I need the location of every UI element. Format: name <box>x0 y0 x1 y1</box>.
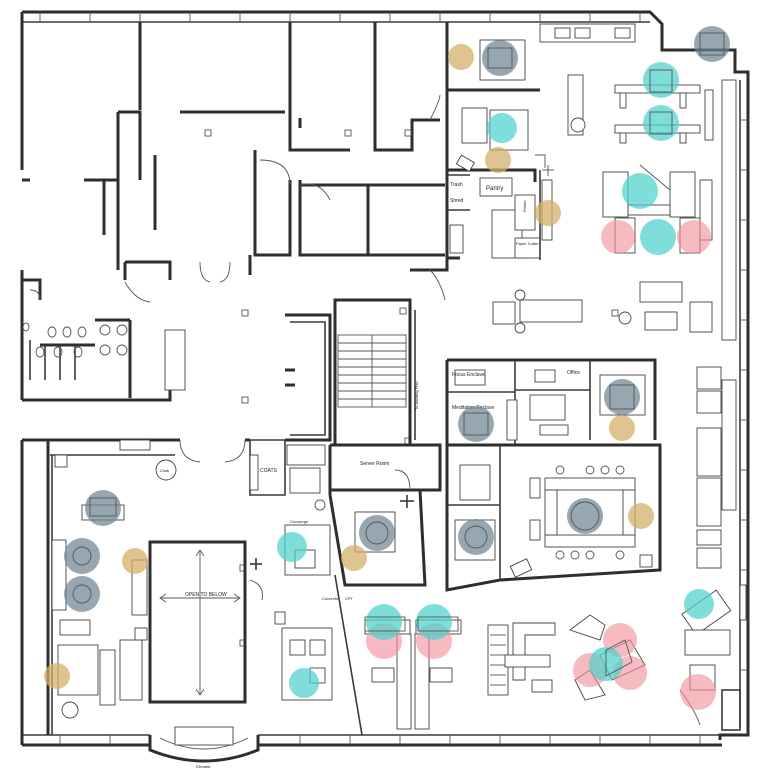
cyan-marker <box>640 219 676 255</box>
cyan-marker <box>366 604 402 640</box>
tan-marker <box>44 663 70 689</box>
gray-marker <box>604 379 640 415</box>
stair-core: To Building Plan <box>285 298 419 447</box>
gray-marker <box>567 498 603 534</box>
tan-marker <box>485 147 511 173</box>
cpt-label: CPT <box>345 596 354 601</box>
tan-marker <box>535 200 561 226</box>
cyan-marker <box>622 173 658 209</box>
pantry-label: Pantry <box>486 186 503 192</box>
trash-label: Trash <box>450 182 463 188</box>
tan-marker <box>448 44 474 70</box>
enclaves-block: Focus Enclave Meditation Enclave Office <box>445 358 662 592</box>
gray-marker <box>64 576 100 612</box>
cyan-marker <box>684 589 714 619</box>
desk-glyphs <box>72 32 725 677</box>
gray-marker <box>482 40 518 76</box>
server-room-label: Server Room <box>360 461 389 467</box>
cyan-marker <box>277 532 307 562</box>
printer-label: Printer <box>522 200 527 212</box>
focus-enclave-label: Focus Enclave <box>452 372 485 378</box>
pink-marker <box>677 220 711 254</box>
elevator-label: Elevator <box>196 764 211 769</box>
cyan-marker <box>487 113 517 143</box>
coats-label: COATS <box>260 468 278 474</box>
cyan-marker <box>289 668 319 698</box>
occupancy-markers <box>44 26 730 710</box>
gray-marker <box>458 519 494 555</box>
gray-marker <box>694 26 730 62</box>
outer-walls <box>20 10 750 763</box>
open-to-below-label: OPEN TO BELOW <box>185 592 227 598</box>
svg-text:To Building Plan: To Building Plan <box>414 381 419 410</box>
cyan-marker <box>643 105 679 141</box>
gray-marker <box>85 490 121 526</box>
tan-marker <box>341 545 367 571</box>
office-label: Office <box>567 370 580 376</box>
pink-marker <box>601 220 635 254</box>
chair-label: Chair <box>160 468 170 473</box>
concrete-label: Concrete <box>322 596 339 601</box>
paper-cutter-label: Paper Cutter <box>516 241 539 246</box>
restrooms <box>22 278 186 402</box>
tan-marker <box>628 503 654 529</box>
tan-marker <box>122 548 148 574</box>
concierge-label: Concierge <box>290 519 309 524</box>
gray-marker <box>64 538 100 574</box>
cyan-marker <box>643 62 679 98</box>
gray-marker <box>359 515 395 551</box>
top-left-offices <box>22 22 619 647</box>
lower-left-zone: Chair COATS OPEN TO BELOW Concierge <box>22 438 363 769</box>
shred-label: Shred <box>450 198 464 204</box>
gray-marker <box>458 406 494 442</box>
cyan-marker <box>416 604 452 640</box>
tan-marker <box>609 415 635 441</box>
pink-marker <box>680 674 716 710</box>
